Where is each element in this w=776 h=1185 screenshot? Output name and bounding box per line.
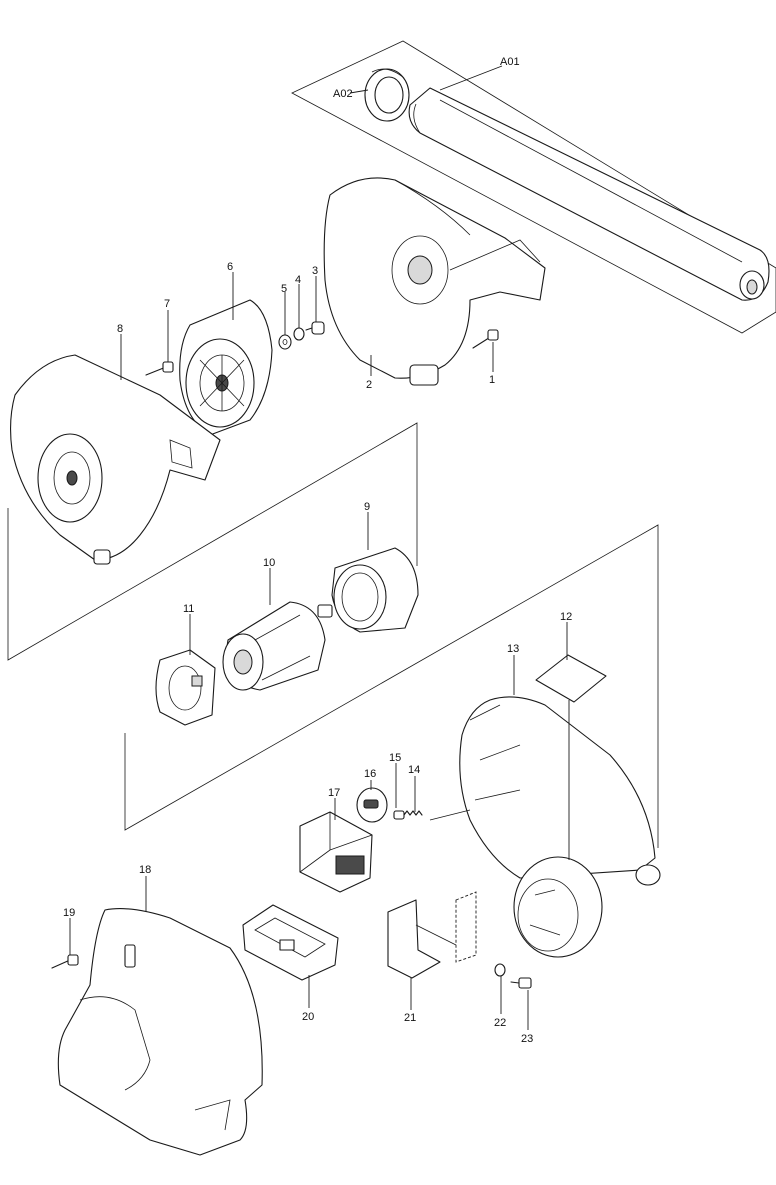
label-3: 3 bbox=[312, 265, 318, 277]
label-12: 12 bbox=[560, 611, 572, 623]
screw-part-19 bbox=[51, 954, 79, 969]
label-19: 19 bbox=[63, 907, 75, 919]
housing-part-18 bbox=[57, 908, 263, 1156]
label-7: 7 bbox=[164, 298, 170, 310]
label-17: 17 bbox=[328, 787, 340, 799]
housing-half-part-8 bbox=[9, 354, 221, 565]
nozzle-part bbox=[408, 87, 770, 301]
motor-group-frame-lower bbox=[124, 524, 659, 848]
label-16: 16 bbox=[364, 768, 376, 780]
label-18: 18 bbox=[139, 864, 151, 876]
screw-part-1 bbox=[472, 329, 499, 349]
main-housing-part bbox=[429, 696, 661, 958]
sleeve-part bbox=[331, 547, 419, 633]
label-21: 21 bbox=[404, 1012, 416, 1024]
label-a02: A02 bbox=[333, 88, 353, 100]
label-22: 22 bbox=[494, 1017, 506, 1029]
label-4: 4 bbox=[295, 274, 301, 286]
label-2: 2 bbox=[366, 379, 372, 391]
label-10: 10 bbox=[263, 557, 275, 569]
motor-group-frame-upper bbox=[7, 422, 418, 661]
label-part bbox=[535, 654, 607, 703]
screw-part-23 bbox=[510, 977, 532, 989]
switch-part-17 bbox=[299, 811, 373, 893]
terminal-part-20 bbox=[242, 904, 339, 981]
label-20: 20 bbox=[302, 1011, 314, 1023]
ring-part bbox=[364, 68, 410, 122]
fan-part bbox=[179, 299, 273, 436]
label-a01: A01 bbox=[500, 56, 520, 68]
label-6: 6 bbox=[227, 261, 233, 273]
brush-holder-part bbox=[155, 649, 216, 726]
washer-part-5 bbox=[278, 334, 292, 350]
washer-part-4 bbox=[293, 327, 305, 341]
knob-part-16 bbox=[356, 787, 388, 823]
washer-part-22 bbox=[494, 963, 506, 977]
label-11: 11 bbox=[183, 603, 194, 615]
label-23: 23 bbox=[521, 1033, 533, 1045]
spring-part-14 bbox=[403, 810, 423, 816]
label-5: 5 bbox=[281, 283, 287, 295]
label-9: 9 bbox=[364, 501, 370, 513]
label-15: 15 bbox=[389, 752, 401, 764]
label-1: 1 bbox=[489, 374, 495, 386]
screw-part-7 bbox=[145, 361, 174, 376]
label-14: 14 bbox=[408, 764, 420, 776]
leader-lines bbox=[69, 65, 570, 1030]
pin-part-15 bbox=[393, 810, 405, 820]
housing-half-part bbox=[323, 177, 546, 386]
label-13: 13 bbox=[507, 643, 519, 655]
motor-part bbox=[222, 601, 333, 691]
screw-part-3 bbox=[305, 321, 325, 335]
label-8: 8 bbox=[117, 323, 123, 335]
accessory-group-frame bbox=[291, 40, 776, 334]
bracket-part-21 bbox=[387, 891, 477, 979]
